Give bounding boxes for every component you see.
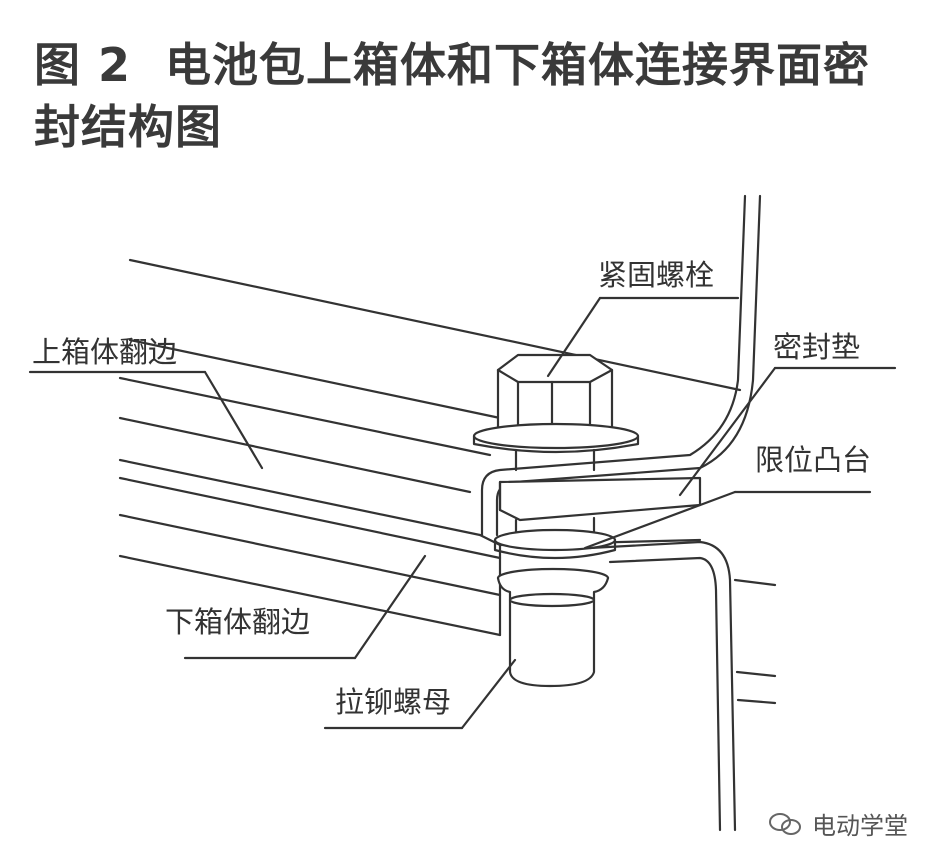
label-bolt: 紧固螺栓	[598, 258, 714, 292]
label-limit-boss: 限位凸台	[755, 443, 871, 477]
figure-number: 图 2	[34, 38, 132, 92]
label-rivet-nut: 拉铆螺母	[335, 685, 451, 719]
label-gasket: 密封垫	[773, 330, 860, 364]
label-upper-flange: 上箱体翻边	[32, 335, 177, 369]
watermark-text: 电动学堂	[812, 812, 908, 840]
figure-caption: 电池包上箱体和下箱体连接界面密封结构图	[34, 38, 871, 154]
wechat-icon	[769, 813, 801, 835]
label-lower-flange: 下箱体翻边	[165, 605, 310, 639]
